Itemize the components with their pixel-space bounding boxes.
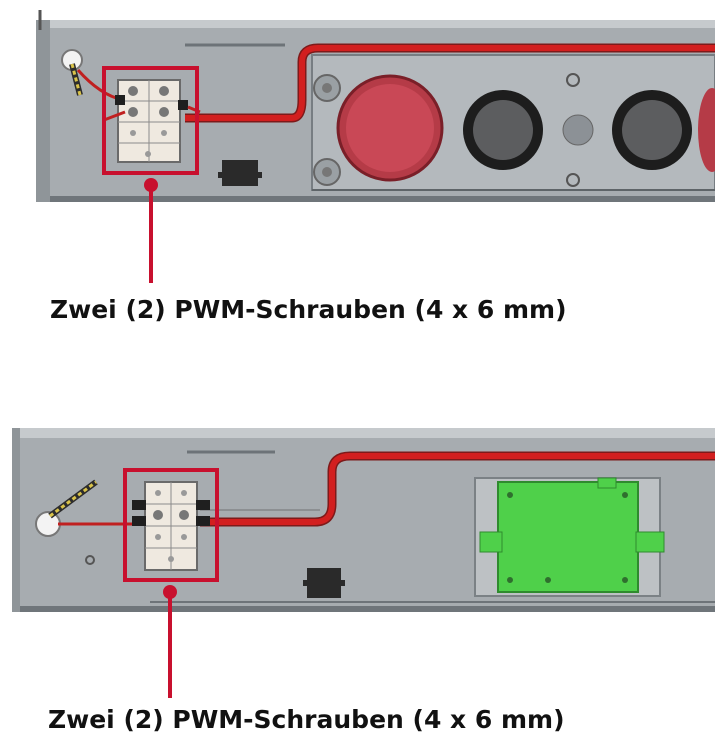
caption: Zwei (2) PWM-Schrauben (4 x 6 mm) bbox=[48, 705, 565, 734]
highlight-box bbox=[102, 66, 199, 175]
figure-top: Zwei (2) PWM-Schrauben (4 x 6 mm) bbox=[0, 0, 715, 340]
screw-icon bbox=[128, 86, 138, 96]
screw-icon bbox=[179, 510, 189, 520]
screw-icon bbox=[159, 86, 169, 96]
highlight-box bbox=[123, 468, 219, 582]
chassis-illustration-top bbox=[36, 10, 715, 283]
leader-dot bbox=[163, 585, 177, 599]
leader-dot bbox=[144, 178, 158, 192]
caption: Zwei (2) PWM-Schrauben (4 x 6 mm) bbox=[50, 295, 567, 324]
chassis-illustration-bottom bbox=[12, 428, 715, 698]
ground-lug-icon bbox=[35, 511, 61, 537]
screw-icon bbox=[153, 510, 163, 520]
pcb-board bbox=[497, 481, 639, 593]
figure-bottom: Zwei (2) PWM-Schrauben (4 x 6 mm) bbox=[0, 420, 715, 740]
speaker-tweeter bbox=[562, 114, 594, 146]
